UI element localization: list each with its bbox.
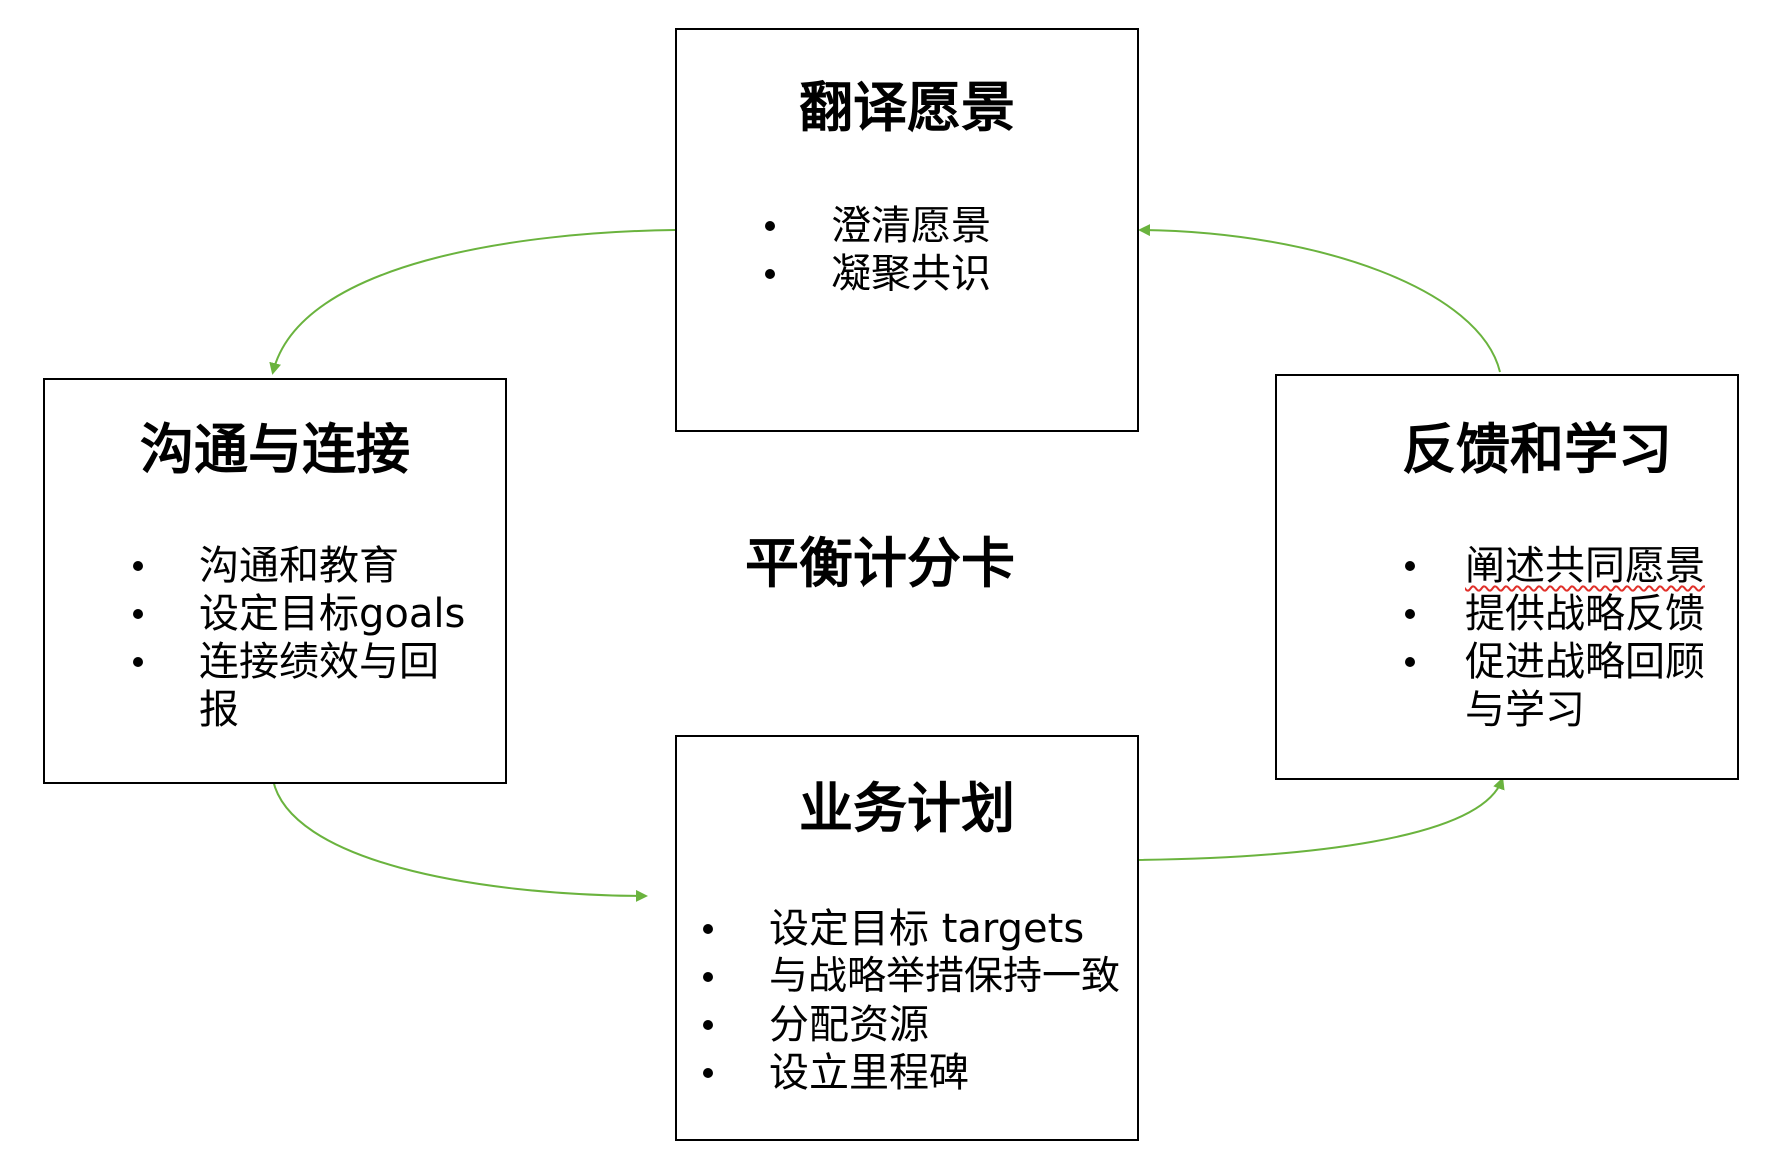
arrow-bottom-to-right	[1136, 777, 1505, 861]
list-item: 设立里程碑	[703, 1049, 1135, 1097]
bullet-dot	[703, 972, 713, 982]
bullet-dot	[703, 924, 713, 934]
box-title: 沟通与连接	[140, 418, 410, 481]
bullet-list: 阐述共同愿景 提供战略反馈 促进战略回顾 与学习	[1405, 542, 1737, 734]
bullet-dot	[765, 269, 775, 279]
list-item: 沟通和教育	[133, 542, 495, 590]
list-item: 促进战略回顾 与学习	[1405, 638, 1737, 734]
box-communicate-link: 沟通与连接 沟通和教育 设定目标goals 连接绩效与回 报	[43, 378, 507, 784]
bullet-list: 沟通和教育 设定目标goals 连接绩效与回 报	[133, 542, 495, 734]
box-title: 反馈和学习	[1402, 418, 1672, 481]
bullet-dot	[765, 221, 775, 231]
box-translate-vision: 翻译愿景 澄清愿景 凝聚共识	[675, 28, 1139, 432]
bullet-list: 澄清愿景 凝聚共识	[765, 202, 1127, 298]
arrow-right-to-top	[1138, 224, 1501, 373]
box-title: 翻译愿景	[799, 76, 1015, 139]
arrow-left-to-bottom	[272, 779, 648, 902]
bullet-list: 设定目标 targets 与战略举措保持一致 分配资源 设立里程碑	[703, 905, 1135, 1097]
bullet-dot	[1405, 561, 1415, 571]
list-item: 连接绩效与回 报	[133, 638, 495, 734]
box-feedback-learning: 反馈和学习 阐述共同愿景 提供战略反馈 促进战略回顾 与学习	[1275, 374, 1739, 780]
list-item: 设定目标 targets	[703, 905, 1135, 953]
list-item: 设定目标goals	[133, 590, 495, 638]
center-label: 平衡计分卡	[745, 532, 1015, 595]
bullet-dot	[1405, 609, 1415, 619]
bullet-dot	[133, 609, 143, 619]
list-item: 分配资源	[703, 1001, 1135, 1049]
bullet-dot	[133, 561, 143, 571]
list-item: 凝聚共识	[765, 250, 1127, 298]
bullet-dot	[133, 657, 143, 667]
list-item: 澄清愿景	[765, 202, 1127, 250]
bullet-dot	[703, 1068, 713, 1078]
bullet-dot	[1405, 657, 1415, 667]
box-title: 业务计划	[799, 777, 1015, 840]
list-item: 阐述共同愿景	[1405, 542, 1737, 590]
list-item: 与战略举措保持一致	[703, 953, 1135, 1001]
arrow-top-to-left	[269, 229, 676, 375]
list-item: 提供战略反馈	[1405, 590, 1737, 638]
bullet-dot	[703, 1020, 713, 1030]
box-business-plan: 业务计划 设定目标 targets 与战略举措保持一致 分配资源 设立里程碑	[675, 735, 1139, 1141]
